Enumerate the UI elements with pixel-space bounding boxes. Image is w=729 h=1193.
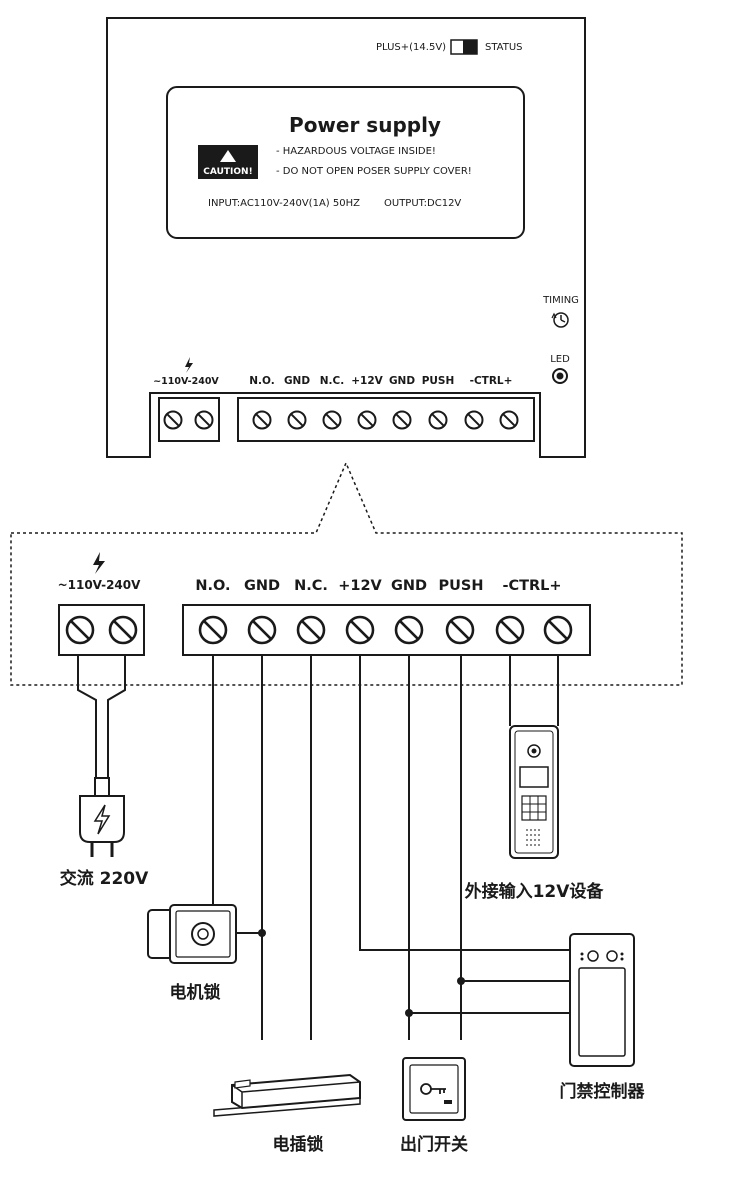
exit-switch-caption: 出门开关 <box>400 1134 468 1155</box>
zoom-label-gnd1: GND <box>244 578 280 594</box>
terminal-screw <box>428 410 448 430</box>
terminal-screw <box>445 615 475 645</box>
ac-wire <box>77 655 126 778</box>
led-label: LED <box>550 354 570 365</box>
junction-dot <box>457 977 465 985</box>
led-dot <box>556 372 564 380</box>
exit-button-icon <box>402 1057 466 1121</box>
caution-text: CAUTION! <box>203 167 252 177</box>
terminal-screw <box>194 410 214 430</box>
ac-caption: 交流 220V <box>60 868 149 889</box>
plate-title: Power supply <box>289 113 441 137</box>
zoom-lightning-icon <box>93 552 105 574</box>
terminal-screw <box>357 410 377 430</box>
junction-dot <box>405 1009 413 1017</box>
zoom-label-nc: N.C. <box>294 578 328 594</box>
access-controller-icon <box>569 933 635 1067</box>
plus-label: PLUS+(14.5V) <box>376 42 446 53</box>
box-screws <box>163 410 519 430</box>
terminal-screw <box>65 615 95 645</box>
box-ac-label: ~110V-240V <box>153 376 219 387</box>
terminal-screw <box>495 615 525 645</box>
terminal-screw <box>198 615 228 645</box>
status-switch-knob <box>463 40 477 54</box>
terminal-screw <box>108 615 138 645</box>
box-label-gnd1: GND <box>284 375 310 387</box>
bolt-lock-caption: 电插锁 <box>273 1134 324 1155</box>
power-supply-box <box>106 17 586 458</box>
terminal-screw <box>543 615 573 645</box>
timing-knob-icon <box>551 312 569 328</box>
terminal-screw <box>464 410 484 430</box>
terminal-screw <box>394 615 424 645</box>
label-plate <box>166 86 525 239</box>
box-label-12v: +12V <box>351 375 383 387</box>
box-label-ctrl: -CTRL+ <box>470 375 513 387</box>
warning-icon <box>220 150 236 162</box>
box-main-terminal-block <box>237 397 535 442</box>
zoom-label-gnd2: GND <box>391 578 427 594</box>
zoom-label-no: N.O. <box>195 578 230 594</box>
intercom-panel-icon <box>509 725 559 859</box>
motor-lock-icon <box>147 904 237 964</box>
bolt-lock-icon <box>213 1073 361 1117</box>
wire-12v <box>359 655 570 951</box>
terminal-screw <box>296 615 326 645</box>
warning-line-1: - HAZARDOUS VOLTAGE INSIDE! <box>276 146 436 157</box>
ac-plug-icon <box>79 777 125 857</box>
input-spec: INPUT:AC110V-240V(1A) 50HZ <box>208 198 360 209</box>
terminal-screw <box>345 615 375 645</box>
terminal-screw <box>392 410 412 430</box>
wires <box>77 655 570 1040</box>
zoom-label-12v: +12V <box>338 578 382 594</box>
terminal-screw <box>287 410 307 430</box>
zoom-label-ctrl: -CTRL+ <box>502 578 561 594</box>
terminal-screw <box>499 410 519 430</box>
terminal-screw <box>163 410 183 430</box>
terminal-screw <box>322 410 342 430</box>
timing-label: TIMING <box>542 295 579 306</box>
zoom-screws <box>65 615 573 645</box>
zoom-ac-label: ~110V-240V <box>58 578 142 592</box>
box-label-gnd2: GND <box>389 375 415 387</box>
junction-dot <box>258 929 266 937</box>
warning-line-2: - DO NOT OPEN POSER SUPPLY COVER! <box>276 166 472 177</box>
motor-lock-caption: 电机锁 <box>170 982 221 1003</box>
box-label-push: PUSH <box>422 375 455 387</box>
status-label: STATUS <box>485 42 523 53</box>
wire-ctrl <box>509 655 559 726</box>
box-label-nc: N.C. <box>320 375 344 387</box>
controller-caption: 门禁控制器 <box>560 1081 646 1102</box>
terminal-screw <box>252 410 272 430</box>
terminal-screw <box>247 615 277 645</box>
ext-input-caption: 外接输入12V设备 <box>465 881 605 902</box>
box-label-no: N.O. <box>249 375 274 387</box>
zoom-label-push: PUSH <box>439 578 484 594</box>
zoom-main-terminal-block <box>182 604 591 656</box>
output-spec: OUTPUT:DC12V <box>384 198 461 209</box>
lightning-icon <box>185 357 193 373</box>
